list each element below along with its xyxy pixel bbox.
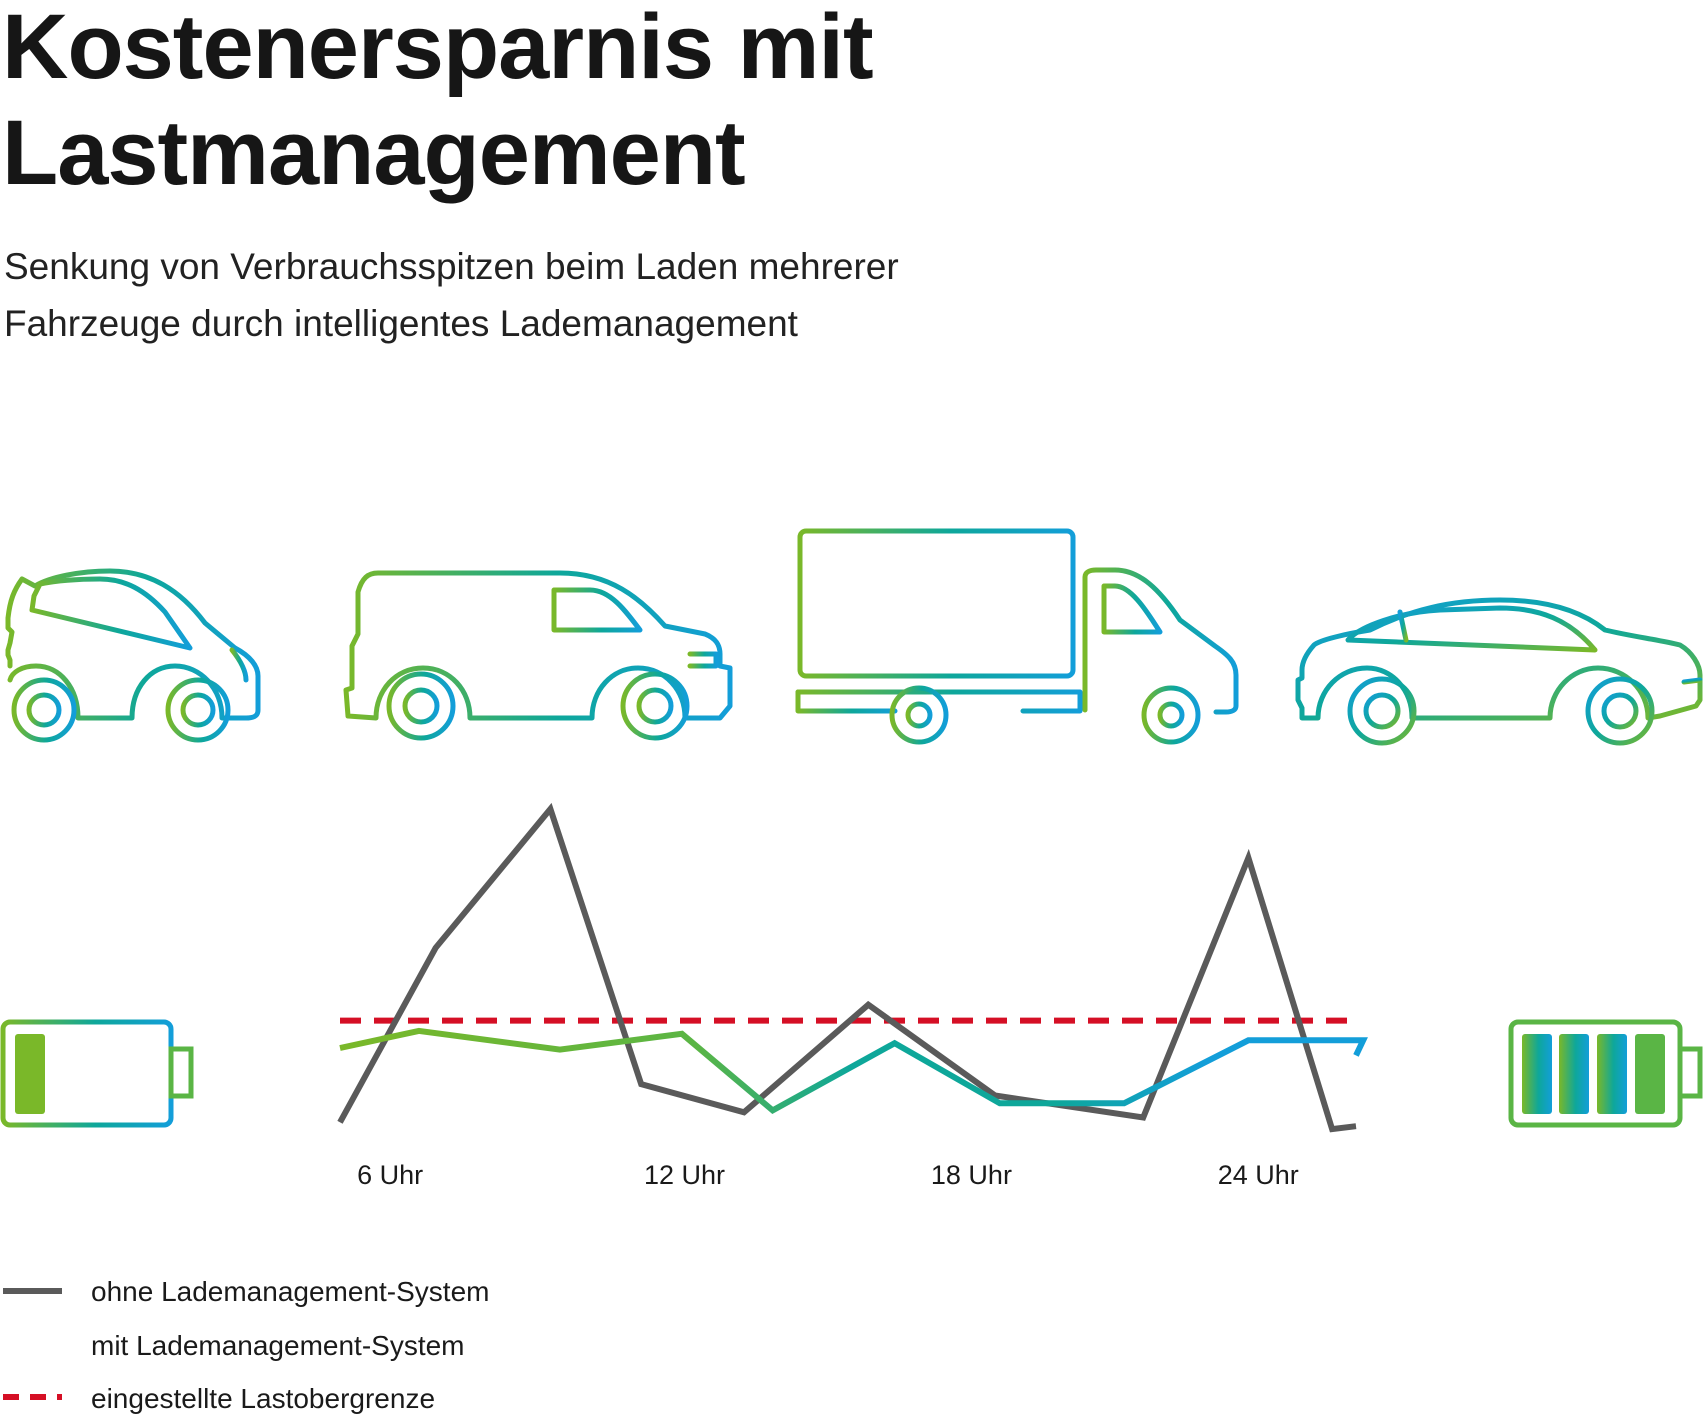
page-title: Kostenersparnis mit Lastmanagement — [2, 0, 1102, 206]
truck-icon — [795, 528, 1239, 745]
x-tick-label-3: 24 Uhr — [1218, 1160, 1299, 1190]
title-line-2: Lastmanagement — [2, 102, 746, 204]
legend: ohne Lademanagement-System mit Lademanag… — [3, 1276, 489, 1414]
battery-low-icon — [0, 1019, 194, 1128]
sedan-icon — [1295, 597, 1703, 746]
load-curve-chart: 6 Uhr 12 Uhr 18 Uhr 24 Uhr — [337, 802, 1368, 1190]
title-line-1: Kostenersparnis mit — [2, 0, 874, 98]
series-line-mit-lademanagement — [339, 1027, 1368, 1115]
legend-label-mit: mit Lademanagement-System — [91, 1330, 465, 1361]
van-icon — [343, 570, 733, 741]
legend-label-limit: eingestellte Lastobergrenze — [91, 1383, 435, 1414]
subtitle-line-2: Fahrzeuge durch intelligentes Lademanage… — [4, 303, 798, 344]
series-line-ohne-lademanagement — [337, 802, 1357, 1133]
subtitle: Senkung von Verbrauchsspitzen beim Laden… — [4, 238, 984, 352]
x-tick-label-2: 18 Uhr — [931, 1160, 1012, 1190]
x-tick-label-1: 12 Uhr — [644, 1160, 725, 1190]
x-axis-ticks: 6 Uhr 12 Uhr 18 Uhr 24 Uhr — [357, 1160, 1299, 1190]
x-tick-label-0: 6 Uhr — [357, 1160, 423, 1190]
battery-full-icon — [1508, 1019, 1703, 1128]
legend-label-ohne: ohne Lademanagement-System — [91, 1276, 489, 1307]
small-car-icon — [5, 568, 261, 743]
subtitle-line-1: Senkung von Verbrauchsspitzen beim Laden… — [4, 246, 899, 287]
